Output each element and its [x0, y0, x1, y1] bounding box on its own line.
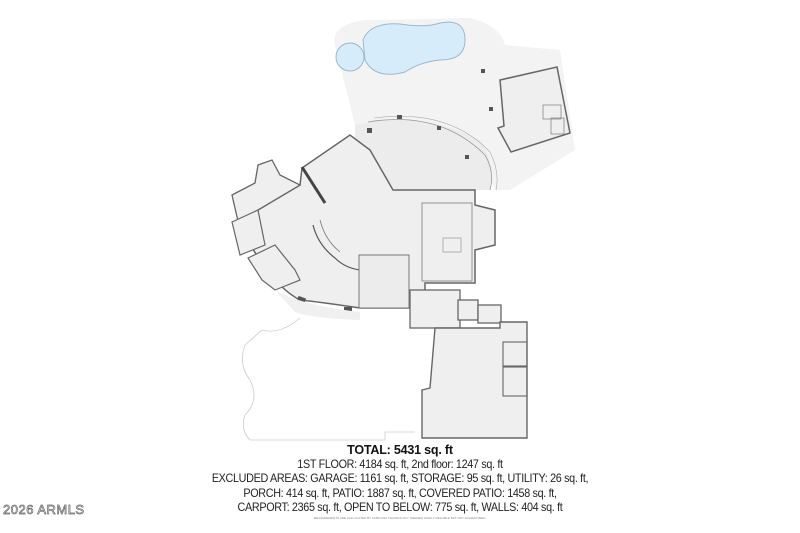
spa: [335, 42, 365, 72]
kitchen: [421, 202, 473, 282]
floor-areas: 1ST FLOOR: 4184 sq. ft, 2nd floor: 1247 …: [297, 458, 503, 471]
curved-stair: [312, 224, 361, 271]
bath: [457, 299, 479, 321]
wall-thick: [300, 166, 327, 204]
patio-arc-outer: [373, 115, 498, 191]
covered-patio: [355, 120, 492, 190]
curved-stair-inner: [319, 219, 341, 253]
excluded-areas-line-3: CARPORT: 2365 sq. ft, OPEN TO BELOW: 775…: [237, 501, 563, 514]
column: [481, 69, 485, 73]
porch: [275, 290, 360, 320]
disclaimer: MEASUREMENTS ARE CALCULATED BY CUBICASA …: [313, 516, 487, 520]
column: [489, 107, 493, 111]
storage: [477, 304, 502, 324]
garage-storage: [502, 341, 528, 367]
carport: [242, 317, 415, 441]
excluded-areas-line-2: PORCH: 414 sq. ft, PATIO: 1887 sq. ft, C…: [243, 487, 557, 500]
column: [367, 128, 372, 133]
room: [358, 254, 410, 309]
guest-bath: [542, 104, 562, 120]
garage-storage-2: [502, 366, 528, 397]
column: [437, 126, 441, 130]
guest-closet: [550, 117, 565, 135]
watermark: 2026 ARMLS: [3, 502, 85, 518]
excluded-areas-line-1: EXCLUDED AREAS: GARAGE: 1161 sq. ft, STO…: [211, 472, 589, 485]
laundry: [409, 289, 461, 329]
patio-arc: [367, 119, 493, 191]
garage: [421, 321, 528, 439]
guest-house: [496, 66, 571, 153]
total-area: TOTAL: 5431 sq. ft: [347, 443, 453, 457]
bedroom: [247, 244, 301, 291]
column: [397, 115, 402, 119]
column: [465, 155, 469, 159]
kitchen-island: [442, 237, 462, 253]
bedroom: [231, 209, 266, 256]
pool: [362, 21, 466, 75]
